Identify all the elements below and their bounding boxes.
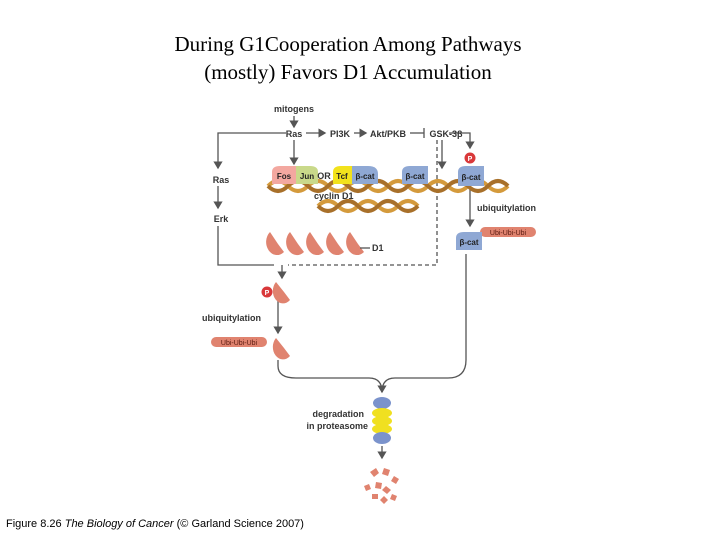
- phosphate-right-label: P: [468, 156, 473, 163]
- ubiquitin-chain-right: Ubi-Ubi-Ubi: [480, 227, 536, 237]
- ras-label: Ras: [286, 129, 303, 139]
- beta-catenin-3: β-cat: [458, 166, 484, 186]
- title-line-1: During G1Cooperation Among Pathways: [174, 32, 522, 56]
- svg-text:Ubi-Ubi-Ubi: Ubi-Ubi-Ubi: [490, 230, 527, 237]
- ras-left-label: Ras: [213, 175, 230, 185]
- gsk3b-label: GSK-3β: [430, 129, 464, 139]
- cyclin-d1-gene-label: cyclin D1: [314, 191, 354, 201]
- svg-text:β-cat: β-cat: [459, 238, 478, 247]
- beta-catenin-4: β-cat: [456, 232, 482, 250]
- signaling-arrows: [213, 116, 475, 460]
- d1-label: D1: [372, 243, 384, 253]
- degradation-label: degradation: [312, 409, 364, 419]
- erk-label: Erk: [214, 214, 230, 224]
- svg-text:β-cat: β-cat: [461, 173, 480, 182]
- svg-text:Jun: Jun: [300, 172, 314, 181]
- title-line-2: (mostly) Favors D1 Accumulation: [204, 60, 492, 84]
- ubiquitylation-right-label: ubiquitylation: [477, 203, 536, 213]
- svg-text:β-cat: β-cat: [355, 172, 374, 181]
- slide-title: During G1Cooperation Among Pathways (mos…: [0, 30, 696, 86]
- svg-text:Fos: Fos: [277, 172, 292, 181]
- beta-catenin-1: β-cat: [352, 166, 378, 184]
- ubiquitin-chain-left: Ubi-Ubi-Ubi: [211, 337, 267, 347]
- jun-protein: Jun: [296, 166, 318, 184]
- phosphate-left-label: P: [265, 290, 270, 297]
- svg-text:Ubi-Ubi-Ubi: Ubi-Ubi-Ubi: [221, 340, 258, 347]
- beta-catenin-2: β-cat: [402, 166, 428, 184]
- tcf-protein: Tcf: [333, 166, 352, 184]
- protein-fragments: [364, 468, 399, 504]
- cyclin-d1-proteins: [266, 232, 364, 256]
- ubiquitylation-left-label: ubiquitylation: [202, 313, 261, 323]
- cyclin-d1-ubiquitylated: [272, 338, 290, 360]
- caption-copyright: (© Garland Science 2007): [176, 518, 304, 530]
- or-label: OR: [317, 171, 331, 181]
- cyclin-d1-phosphorylated: [272, 282, 290, 304]
- proteasome-label: in proteasome: [306, 421, 368, 431]
- akt-label: Akt/PKB: [370, 129, 407, 139]
- proteasome: [372, 397, 392, 444]
- pi3k-label: PI3K: [330, 129, 351, 139]
- caption-figure-number: Figure 8.26: [6, 518, 62, 530]
- svg-text:β-cat: β-cat: [405, 172, 424, 181]
- phosphate-left: [261, 286, 273, 298]
- figure-caption: Figure 8.26 The Biology of Cancer (© Gar…: [6, 518, 304, 530]
- mitogens-label: mitogens: [274, 104, 314, 114]
- phosphate-right: [464, 152, 476, 164]
- caption-book-title: The Biology of Cancer: [64, 518, 174, 530]
- svg-text:Tcf: Tcf: [336, 172, 348, 181]
- fos-protein: Fos: [272, 166, 296, 184]
